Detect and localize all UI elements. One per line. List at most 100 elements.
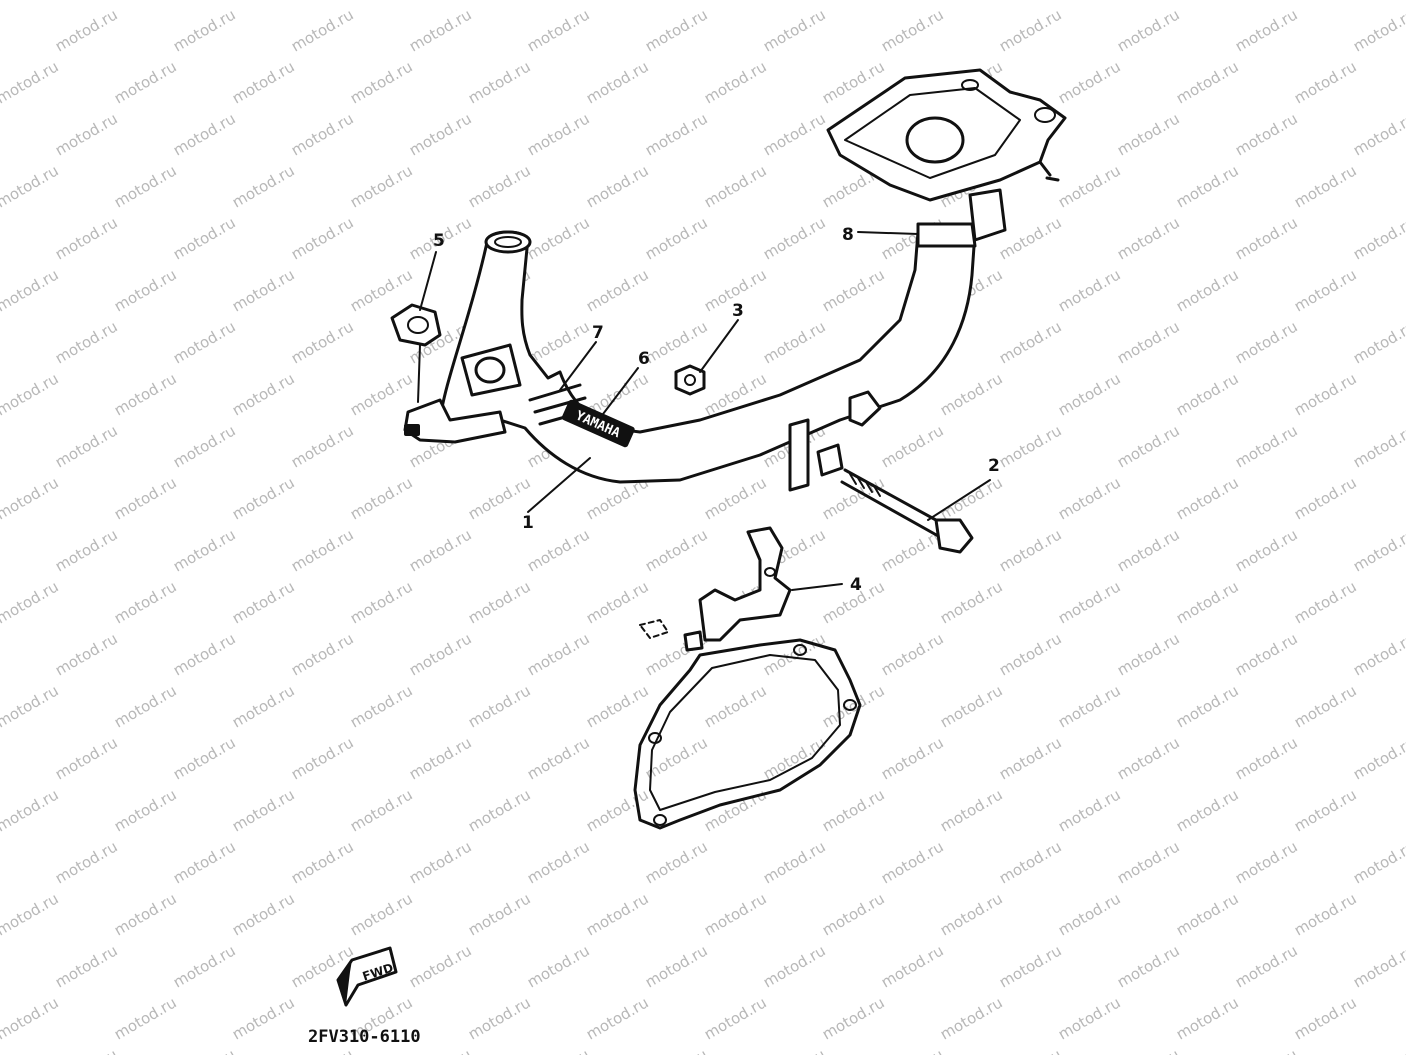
watermark-text: motod.ru [229, 889, 298, 939]
watermark-text: motod.ru [0, 941, 3, 991]
watermark-text: motod.ru [1114, 317, 1183, 367]
watermark-text: motod.ru [347, 0, 416, 3]
watermark-text: motod.ru [819, 889, 888, 939]
watermark-text: motod.ru [878, 421, 947, 471]
watermark-text: motod.ru [1055, 577, 1124, 627]
watermark-text: motod.ru [760, 733, 829, 783]
watermark-text: motod.ru [819, 785, 888, 835]
leader-lines [417, 231, 991, 591]
watermark-text: motod.ru [819, 0, 888, 3]
clamp-part-8 [916, 222, 977, 248]
watermark-text: motod.ru [642, 525, 711, 575]
watermark-text: motod.ru [760, 837, 829, 887]
watermark-text: motod.ru [1232, 109, 1301, 159]
watermark-text: motod.ru [1114, 525, 1183, 575]
watermark-text: motod.ru [878, 733, 947, 783]
watermark-text: motod.ru [701, 57, 770, 107]
watermark-text: motod.ru [347, 889, 416, 939]
watermark-text: motod.ru [524, 109, 593, 159]
watermark-text: motod.ru [937, 369, 1006, 419]
watermark-text: motod.ru [937, 681, 1006, 731]
watermark-text: motod.ru [996, 525, 1065, 575]
watermark-text: motod.ru [0, 369, 62, 419]
watermark-text: motod.ru [583, 265, 652, 315]
watermark-text: motod.ru [170, 733, 239, 783]
watermark-text: motod.ru [170, 421, 239, 471]
watermark-text: motod.ru [1055, 681, 1124, 731]
watermark-text: motod.ru [288, 733, 357, 783]
watermark-text: motod.ru [229, 369, 298, 419]
watermark-text: motod.ru [1232, 733, 1301, 783]
watermark-text: motod.ru [1350, 837, 1406, 887]
watermark-text: motod.ru [52, 629, 121, 679]
watermark-text: motod.ru [52, 5, 121, 55]
watermark-text: motod.ru [0, 889, 62, 939]
watermark-text: motod.ru [642, 5, 711, 55]
watermark-text: motod.ru [1173, 785, 1242, 835]
watermark-text: motod.ru [288, 213, 357, 263]
watermark-text: motod.ru [1173, 577, 1242, 627]
watermark-text: motod.ru [1173, 369, 1242, 419]
watermark-text: motod.ru [52, 213, 121, 263]
watermark-text: motod.ru [878, 837, 947, 887]
watermark-text: motod.ru [0, 109, 3, 159]
watermark-text: motod.ru [52, 317, 121, 367]
watermark-text: motod.ru [760, 317, 829, 367]
watermark-text: motod.ru [583, 681, 652, 731]
watermark-text: motod.ru [1055, 0, 1124, 3]
nut-part-3 [674, 364, 706, 396]
watermark-text: motod.ru [1173, 993, 1242, 1043]
watermark-text: motod.ru [1350, 213, 1406, 263]
watermark-text: motod.ru [406, 941, 475, 991]
callout-6: 6 [638, 349, 650, 369]
watermark-text: motod.ru [1114, 629, 1183, 679]
watermark-text: motod.ru [170, 109, 239, 159]
bolt-part-2 [816, 443, 974, 554]
gasket-part [633, 638, 862, 830]
watermark-text: motod.ru [111, 889, 180, 939]
watermark-text: motod.ru [1291, 993, 1360, 1043]
watermark-text: motod.ru [642, 213, 711, 263]
watermark-text: motod.ru [170, 213, 239, 263]
watermark-text: motod.ru [996, 317, 1065, 367]
watermark-text: motod.ru [347, 57, 416, 107]
watermark-text: motod.ru [583, 161, 652, 211]
watermark-text: motod.ru [1350, 5, 1406, 55]
watermark-text: motod.ru [0, 57, 62, 107]
watermark-text: motod.ru [347, 161, 416, 211]
watermark-text: motod.ru [996, 1045, 1065, 1055]
watermark-text: motod.ru [0, 1045, 3, 1055]
watermark-text: motod.ru [583, 577, 652, 627]
watermark-text: motod.ru [288, 629, 357, 679]
watermark-text: motod.ru [52, 109, 121, 159]
watermark-text: motod.ru [583, 785, 652, 835]
watermark-text: motod.ru [229, 785, 298, 835]
watermark-text: motod.ru [1173, 473, 1242, 523]
watermark-text: motod.ru [996, 837, 1065, 887]
callout-4: 4 [850, 575, 862, 595]
watermark-text: motod.ru [760, 941, 829, 991]
watermark-text: motod.ru [937, 0, 1006, 3]
frame-part: YAMAHA [403, 68, 1067, 492]
watermark-text: motod.ru [1055, 889, 1124, 939]
watermark-text: motod.ru [1291, 473, 1360, 523]
watermark-text: motod.ru [701, 993, 770, 1043]
watermark-text: motod.ru [1055, 473, 1124, 523]
watermark-text: motod.ru [701, 889, 770, 939]
watermark-text: motod.ru [996, 213, 1065, 263]
watermark-text: motod.ru [406, 629, 475, 679]
watermark-text: motod.ru [1350, 1045, 1406, 1055]
watermark-text: motod.ru [465, 785, 534, 835]
watermark-text: motod.ru [406, 837, 475, 887]
watermark-text: motod.ru [760, 5, 829, 55]
watermark-text: motod.ru [52, 421, 121, 471]
watermark-text: motod.ru [1114, 421, 1183, 471]
watermark-text: motod.ru [288, 5, 357, 55]
watermark-text: motod.ru [111, 577, 180, 627]
watermark-text: motod.ru [347, 785, 416, 835]
watermark-text: motod.ru [878, 629, 947, 679]
watermark-text: motod.ru [1232, 629, 1301, 679]
watermark-text: motod.ru [996, 629, 1065, 679]
